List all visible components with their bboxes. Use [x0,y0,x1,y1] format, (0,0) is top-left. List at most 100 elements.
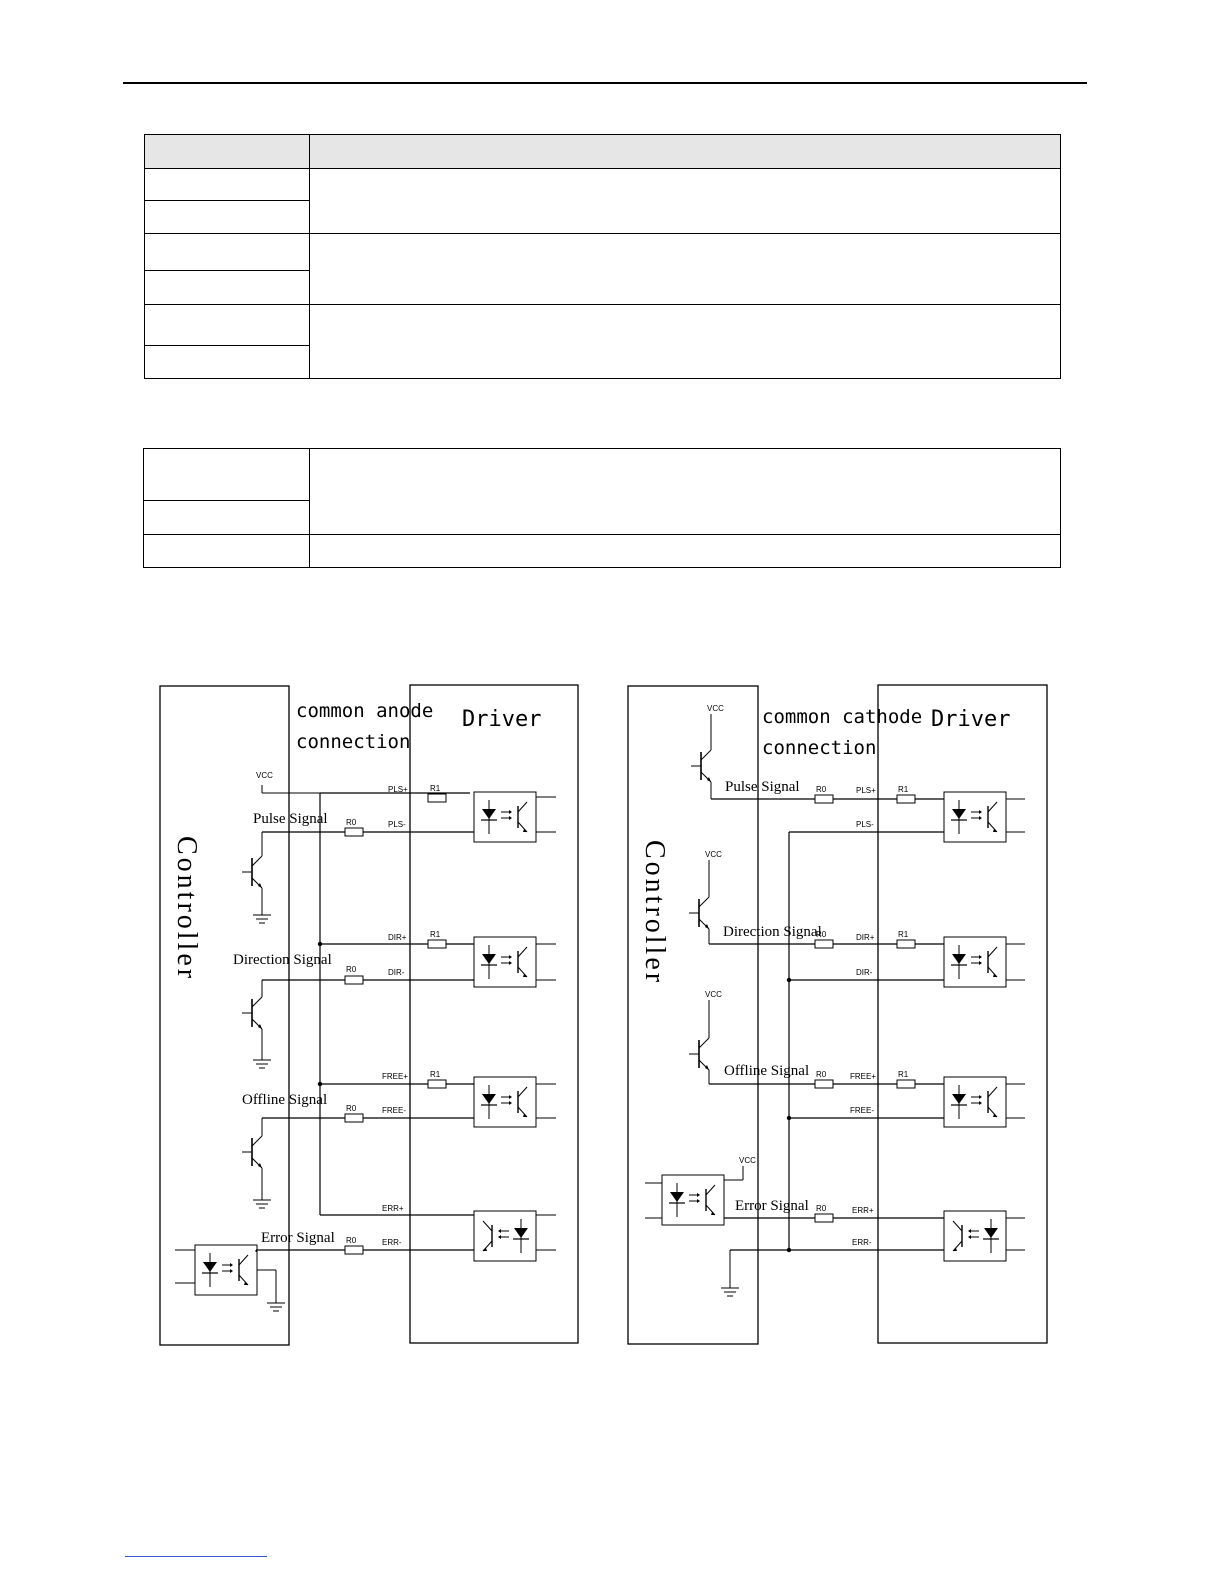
optocoupler-icon [943,1210,1007,1262]
r0-label: R0 [346,818,357,827]
pin-label: FREE+ [382,1072,408,1081]
driver-box [877,684,1048,1344]
optocoupler-icon [473,936,537,988]
ground-icon [252,914,272,924]
common-anode-diagram: Controller Driver common anode connectio… [159,684,579,1346]
table-cell [309,304,1061,379]
ground-icon [266,1302,286,1312]
pin-label: PLS- [856,820,874,829]
optocoupler-icon [943,936,1007,988]
transistor-icon [241,996,263,1030]
pin-label: DIR- [856,968,873,977]
ground-icon [720,1287,740,1297]
controller-label: Controller [639,840,670,985]
pin-label: PLS- [388,820,406,829]
common-cathode-diagram: Controller Driver common cathode connect… [627,684,1048,1345]
connection-type-line1: common anode [296,700,433,722]
pin-label: DIR+ [856,933,875,942]
table-cell [309,233,1061,305]
vcc-label: VCC [705,850,722,859]
ground-icon [252,1059,272,1069]
r1-label: R1 [898,1070,909,1079]
table-cell [144,168,310,201]
vcc-label: VCC [739,1156,756,1165]
pin-label: PLS+ [856,786,876,795]
table-row [144,304,1061,379]
controller-box [627,685,759,1345]
direction-signal-label: Direction Signal [233,952,332,968]
optocoupler-icon [943,1076,1007,1128]
r1-label: R1 [430,930,441,939]
table-header-cell [309,134,1061,169]
controller-box [159,685,290,1346]
table-row [143,534,1061,568]
r0-label: R0 [346,1104,357,1113]
r0-label: R0 [816,1204,827,1213]
table-row [144,270,1061,305]
driver-label: Driver [931,707,1010,732]
connection-type-line1: common cathode [762,706,922,728]
r1-label: R1 [430,1070,441,1079]
table-row [144,345,1061,379]
optocoupler-icon [473,1210,537,1262]
connection-type-line2: connection [762,737,876,759]
vcc-label: VCC [705,990,722,999]
pin-label: ERR- [852,1238,872,1247]
table-row [143,500,1061,535]
optocoupler-icon [943,791,1007,843]
table-cell [309,448,1061,535]
pin-label: DIR+ [388,933,407,942]
vcc-label: VCC [256,771,273,780]
r0-label: R0 [816,1070,827,1079]
r1-label: R1 [430,784,441,793]
pin-label: ERR+ [852,1206,874,1215]
r0-label: R0 [816,785,827,794]
pulse-signal-label: Pulse Signal [253,811,328,827]
offline-signal-label: Offline Signal [242,1092,327,1108]
driver-box [409,684,579,1344]
r0-label: R0 [346,1236,357,1245]
connection-type-line2: connection [296,731,410,753]
pin-label: ERR+ [382,1204,404,1213]
transistor-icon [688,1037,710,1071]
controller-label: Controller [171,836,202,981]
pin-label: PLS+ [388,785,408,794]
table-cell [144,270,310,305]
optocoupler-icon [661,1174,725,1226]
pin-label: ERR- [382,1238,402,1247]
ground-icon [252,1199,272,1209]
r1-label: R1 [898,930,909,939]
signal-table [144,134,1061,379]
optocoupler-icon [194,1244,258,1296]
r0-label: R0 [816,930,827,939]
table-row [144,233,1061,305]
transistor-icon [690,749,712,783]
table-cell [143,448,310,501]
pin-label: DIR- [388,968,405,977]
pin-label: FREE- [850,1106,874,1115]
table-header-cell [144,134,310,169]
header-rule [123,82,1087,84]
table-cell [143,534,310,568]
optocoupler-icon [473,791,537,843]
offline-signal-label: Offline Signal [724,1063,809,1079]
r0-label: R0 [346,965,357,974]
pin-label: FREE- [382,1106,406,1115]
footer-link-rule [125,1556,267,1557]
error-signal-label: Error Signal [261,1230,335,1246]
pulse-signal-label: Pulse Signal [725,779,800,795]
error-signal-label: Error Signal [735,1198,809,1214]
table-row [143,448,1061,535]
table-cell [144,345,310,379]
transistor-icon [688,896,710,930]
r1-label: R1 [898,785,909,794]
direction-signal-label: Direction Signal [723,924,822,940]
power-table [143,448,1061,568]
optocoupler-icon [473,1076,537,1128]
table-cell [309,534,1061,568]
table-header-row [144,134,1061,169]
table-cell [144,304,310,346]
table-cell [143,500,310,535]
transistor-icon [241,855,263,889]
